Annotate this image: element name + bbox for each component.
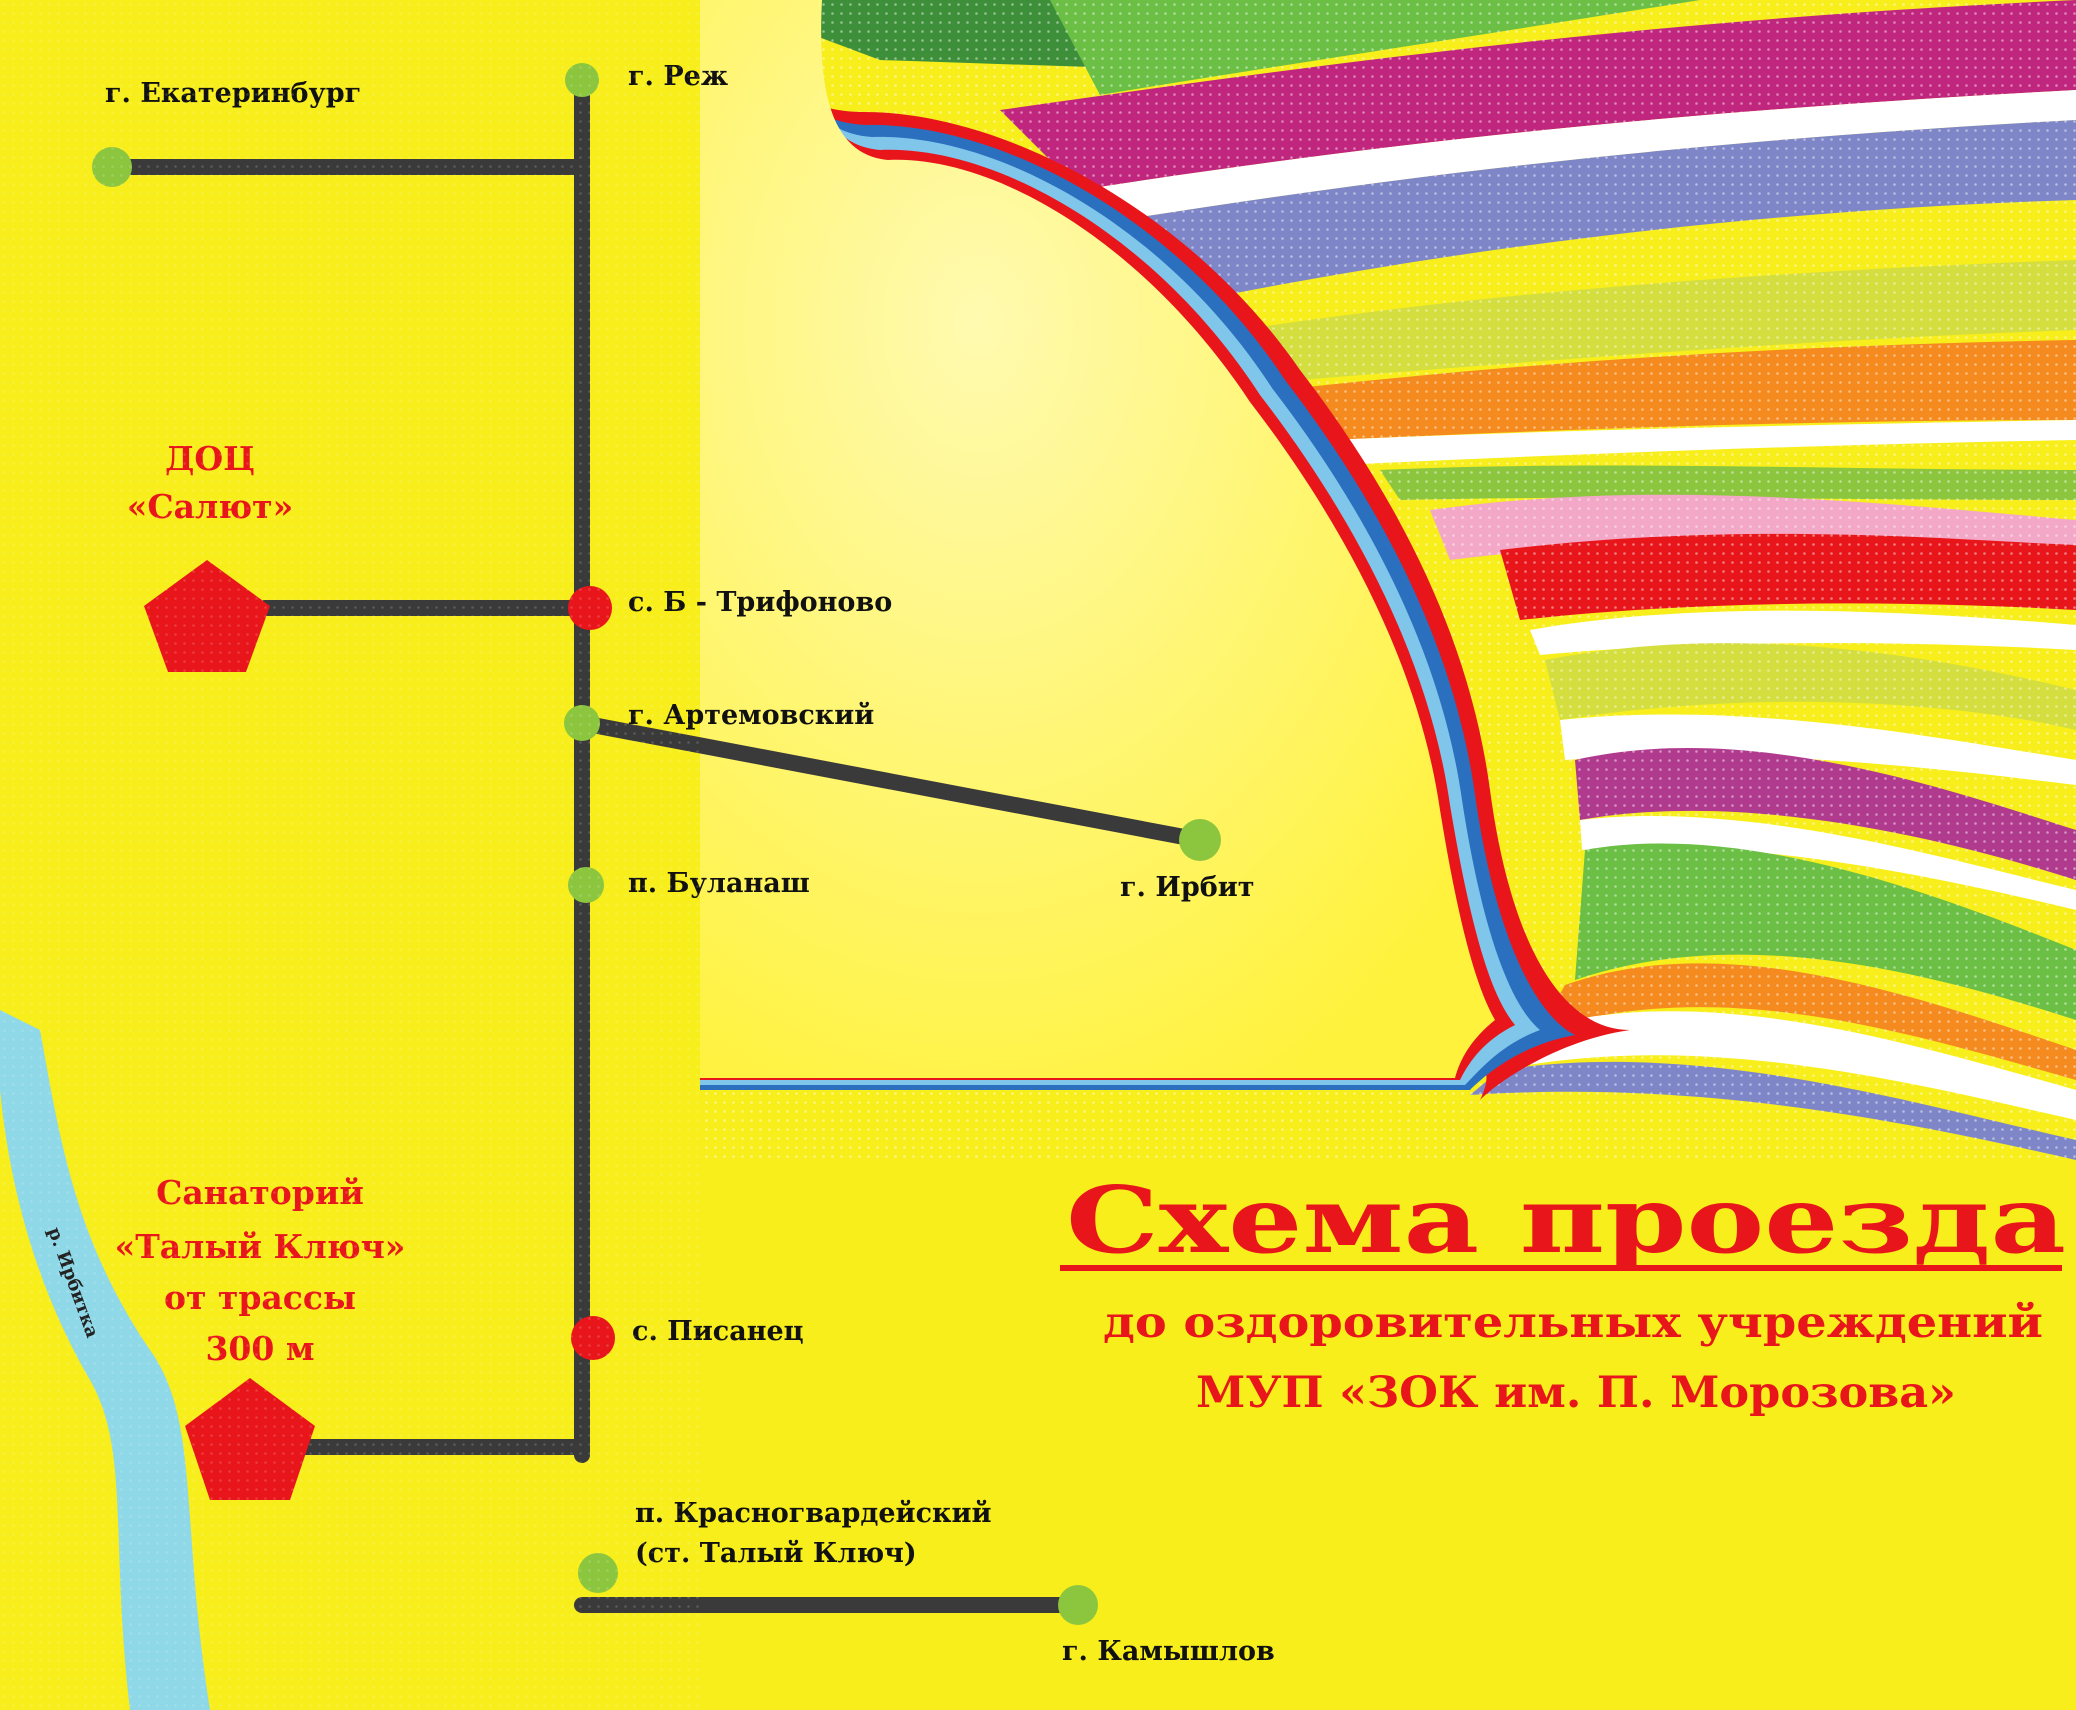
map-subtitle-line2: МУП «ЗОК им. П. Морозова» bbox=[1196, 1368, 1956, 1418]
print-texture bbox=[0, 0, 700, 1710]
map-title: Схема проезда bbox=[1066, 1166, 2066, 1274]
map-subtitle-line1: до оздоровительных учреждений bbox=[1103, 1298, 2043, 1348]
town-marker-irbit bbox=[1179, 819, 1221, 861]
label-kamyshlov: г. Камышлов bbox=[1062, 1636, 1275, 1667]
town-marker-kamyshlov bbox=[1058, 1585, 1098, 1625]
title-block: Схема проезда до оздоровительных учрежде… bbox=[1060, 1166, 2066, 1418]
label-irbit: г. Ирбит bbox=[1120, 872, 1255, 903]
sun-graphic bbox=[700, 0, 1630, 1100]
